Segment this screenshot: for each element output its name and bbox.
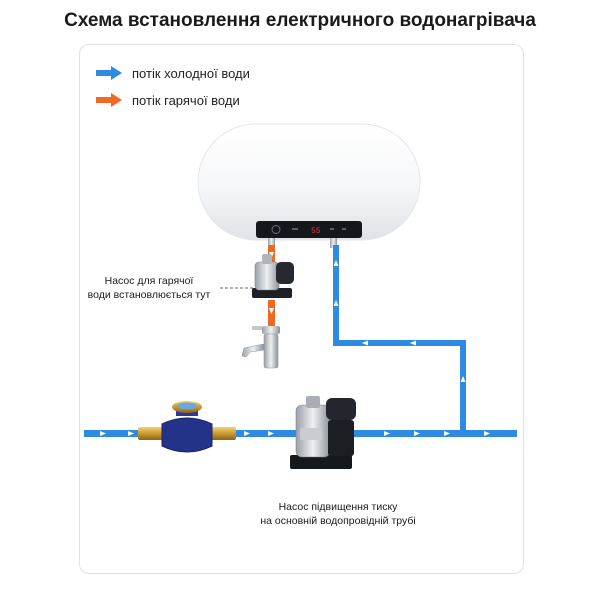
water-heater: 55 — [197, 123, 421, 248]
water-meter-icon — [161, 417, 213, 453]
water-meter — [138, 401, 236, 453]
arrow-icon — [128, 431, 134, 436]
arrow-icon — [333, 300, 339, 306]
faucet-icon — [263, 333, 279, 369]
arrow-icon — [269, 308, 274, 314]
cold-flow-arrows — [100, 260, 490, 436]
arrow-icon — [100, 431, 106, 436]
heater-control-panel — [256, 221, 362, 238]
faucet — [241, 326, 280, 369]
page-title: Схема встановлення електричного водонагр… — [64, 10, 536, 31]
arrow-icon — [244, 431, 250, 436]
arrow-icon — [362, 340, 368, 346]
arrow-icon — [444, 431, 450, 436]
legend-item-cold: потік холодної води — [96, 64, 250, 82]
hot-water-pump — [252, 254, 294, 298]
booster-pump-caption: Насос підвищення тиску на основній водоп… — [260, 501, 416, 527]
arrow-icon — [460, 376, 466, 382]
cold-arrow-icon — [96, 66, 122, 80]
arrow-icon — [268, 431, 274, 436]
pump-icon — [254, 261, 280, 291]
diagram-panel — [79, 44, 524, 574]
arrow-icon — [410, 340, 416, 346]
arrow-icon — [414, 431, 420, 436]
arrow-icon — [484, 431, 490, 436]
water-heater-icon — [197, 123, 421, 241]
hot-arrow-icon — [96, 93, 122, 107]
power-icon — [271, 225, 281, 234]
booster-pump — [290, 396, 356, 469]
hot-pump-caption: Насос для гарячої води встановлюється ту… — [87, 275, 211, 301]
arrow-icon — [384, 431, 390, 436]
legend-item-hot: потік гарячої води — [96, 91, 240, 109]
arrow-icon — [333, 260, 339, 266]
heater-display: 55 — [311, 227, 321, 236]
legend-label-cold: потік холодної води — [132, 65, 250, 81]
legend-label-hot: потік гарячої води — [132, 92, 240, 108]
